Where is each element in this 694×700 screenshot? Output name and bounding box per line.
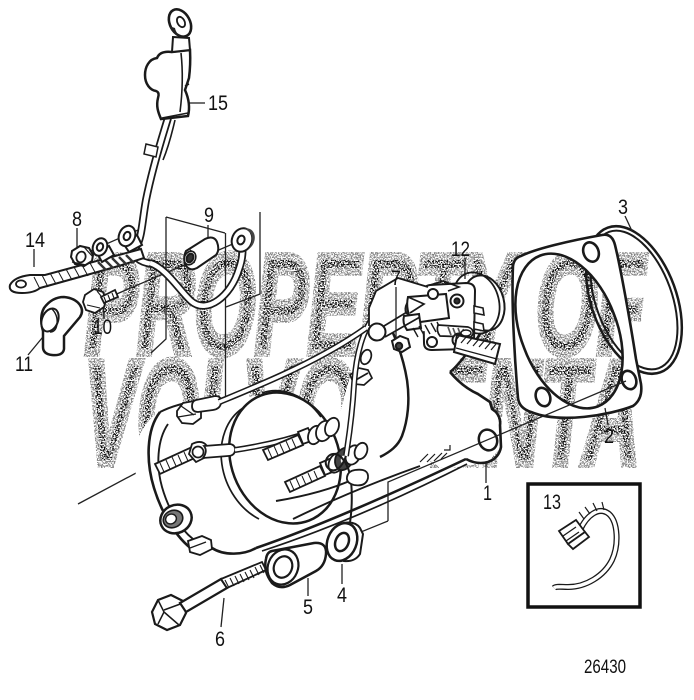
svg-text:7: 7 — [391, 267, 401, 290]
svg-text:13: 13 — [543, 491, 561, 514]
svg-text:10: 10 — [93, 316, 112, 339]
svg-text:4: 4 — [337, 584, 347, 607]
svg-text:26430: 26430 — [584, 657, 626, 678]
svg-text:2: 2 — [604, 425, 614, 448]
svg-text:1: 1 — [483, 482, 492, 505]
svg-text:5: 5 — [303, 596, 313, 619]
svg-text:3: 3 — [618, 196, 628, 219]
svg-text:12: 12 — [451, 238, 470, 261]
svg-text:9: 9 — [204, 204, 214, 227]
svg-text:8: 8 — [72, 208, 82, 231]
svg-text:11: 11 — [15, 353, 33, 376]
svg-text:14: 14 — [25, 229, 45, 252]
svg-text:15: 15 — [208, 92, 228, 115]
svg-text:6: 6 — [215, 628, 225, 651]
